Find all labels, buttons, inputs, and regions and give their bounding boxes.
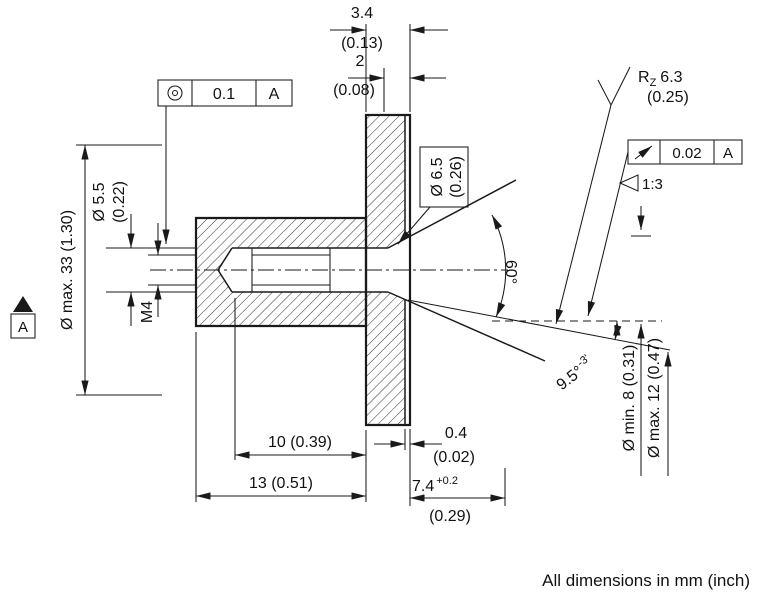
runout-frame: 0.02 A bbox=[587, 139, 743, 317]
dim-depth-thread: 10 (0.39) bbox=[234, 298, 367, 502]
dim-cone-angle: 60° bbox=[491, 214, 519, 318]
dim-hole: Ø 6.5 (0.26) bbox=[397, 146, 469, 245]
taper-spec: 1:3 bbox=[618, 174, 663, 193]
dim-bore: Ø 5.5 (0.22) bbox=[91, 181, 196, 326]
taper-line bbox=[407, 299, 671, 351]
dim-thread: M4 bbox=[139, 223, 196, 323]
surface-roughness-inch: (0.25) bbox=[647, 89, 689, 106]
flange-hole-edges bbox=[366, 247, 388, 293]
dim-depth-thread-label: 10 (0.39) bbox=[268, 434, 332, 451]
runout-datum: A bbox=[723, 145, 733, 162]
taper-icon bbox=[618, 174, 639, 192]
surface-roughness-icon bbox=[597, 66, 631, 107]
flange-outline bbox=[364, 113, 412, 427]
dim-bore-inch: (0.22) bbox=[111, 181, 128, 223]
dim-hole-mm: Ø 6.5 bbox=[429, 157, 446, 196]
dim-taper-angle: 9.5°-3' bbox=[552, 320, 622, 394]
footer-note: All dimensions in mm (inch) bbox=[542, 571, 750, 590]
datum-flag: A bbox=[10, 296, 36, 339]
dim-taper-angle-label: 9.5°-3' bbox=[552, 353, 597, 394]
dim-cone-max-label: Ø max. 12 (0.47) bbox=[646, 338, 663, 458]
dim-cone-max: Ø max. 12 (0.47) bbox=[646, 338, 672, 476]
datum-triangle-icon bbox=[13, 296, 33, 312]
dim-flange-rim: 2 (0.08) bbox=[333, 53, 446, 112]
dim-body-len-label: 13 (0.51) bbox=[249, 475, 313, 492]
dim-thread-label: M4 bbox=[139, 301, 156, 323]
dim-step-mm: 0.4 bbox=[445, 425, 467, 442]
dim-flange-total-inch: (0.13) bbox=[341, 35, 383, 52]
dim-bore-mm: Ø 5.5 bbox=[91, 182, 108, 221]
datum-label: A bbox=[18, 319, 28, 336]
dim-flange-rim-mm: 2 bbox=[356, 53, 365, 70]
dim-body-len: 13 (0.51) bbox=[195, 332, 366, 502]
dim-cone-len: 7.4+0.2 (0.29) bbox=[410, 468, 506, 525]
dim-flange-total-mm: 3.4 bbox=[351, 5, 373, 22]
dim-flange-rim-inch: (0.08) bbox=[333, 82, 375, 99]
concentricity-tolerance: 0.1 bbox=[213, 86, 235, 103]
dim-step-inch: (0.02) bbox=[433, 449, 475, 466]
dim-outer-max-label: Ø max. 33 (1.30) bbox=[59, 210, 76, 330]
flange-hatch bbox=[366, 115, 405, 425]
dim-flange-total: 3.4 (0.13) bbox=[330, 5, 448, 112]
dim-cone-len-inch: (0.29) bbox=[429, 508, 471, 525]
dim-cone-min-label: Ø min. 8 (0.31) bbox=[621, 345, 638, 452]
dim-cone-min: Ø min. 8 (0.31) bbox=[621, 324, 645, 476]
dim-hole-inch: (0.26) bbox=[448, 156, 465, 198]
taper-ratio-label: 1:3 bbox=[642, 176, 663, 193]
measure-direction-indicator bbox=[631, 206, 651, 237]
runout-tolerance: 0.02 bbox=[672, 145, 701, 162]
concentricity-icon bbox=[167, 85, 183, 101]
runout-icon bbox=[634, 145, 653, 160]
body-hatch bbox=[196, 218, 366, 326]
concentricity-frame: 0.1 A bbox=[157, 79, 293, 244]
cone-lower-line bbox=[387, 291, 546, 362]
dim-outer-max: Ø max. 33 (1.30) bbox=[59, 144, 162, 396]
dim-step: 0.4 (0.02) bbox=[374, 425, 475, 506]
part-section bbox=[150, 113, 671, 427]
dim-cone-angle-label: 60° bbox=[502, 260, 519, 284]
dim-cone-len-mm: 7.4+0.2 bbox=[412, 475, 458, 495]
concentricity-datum: A bbox=[269, 86, 280, 103]
